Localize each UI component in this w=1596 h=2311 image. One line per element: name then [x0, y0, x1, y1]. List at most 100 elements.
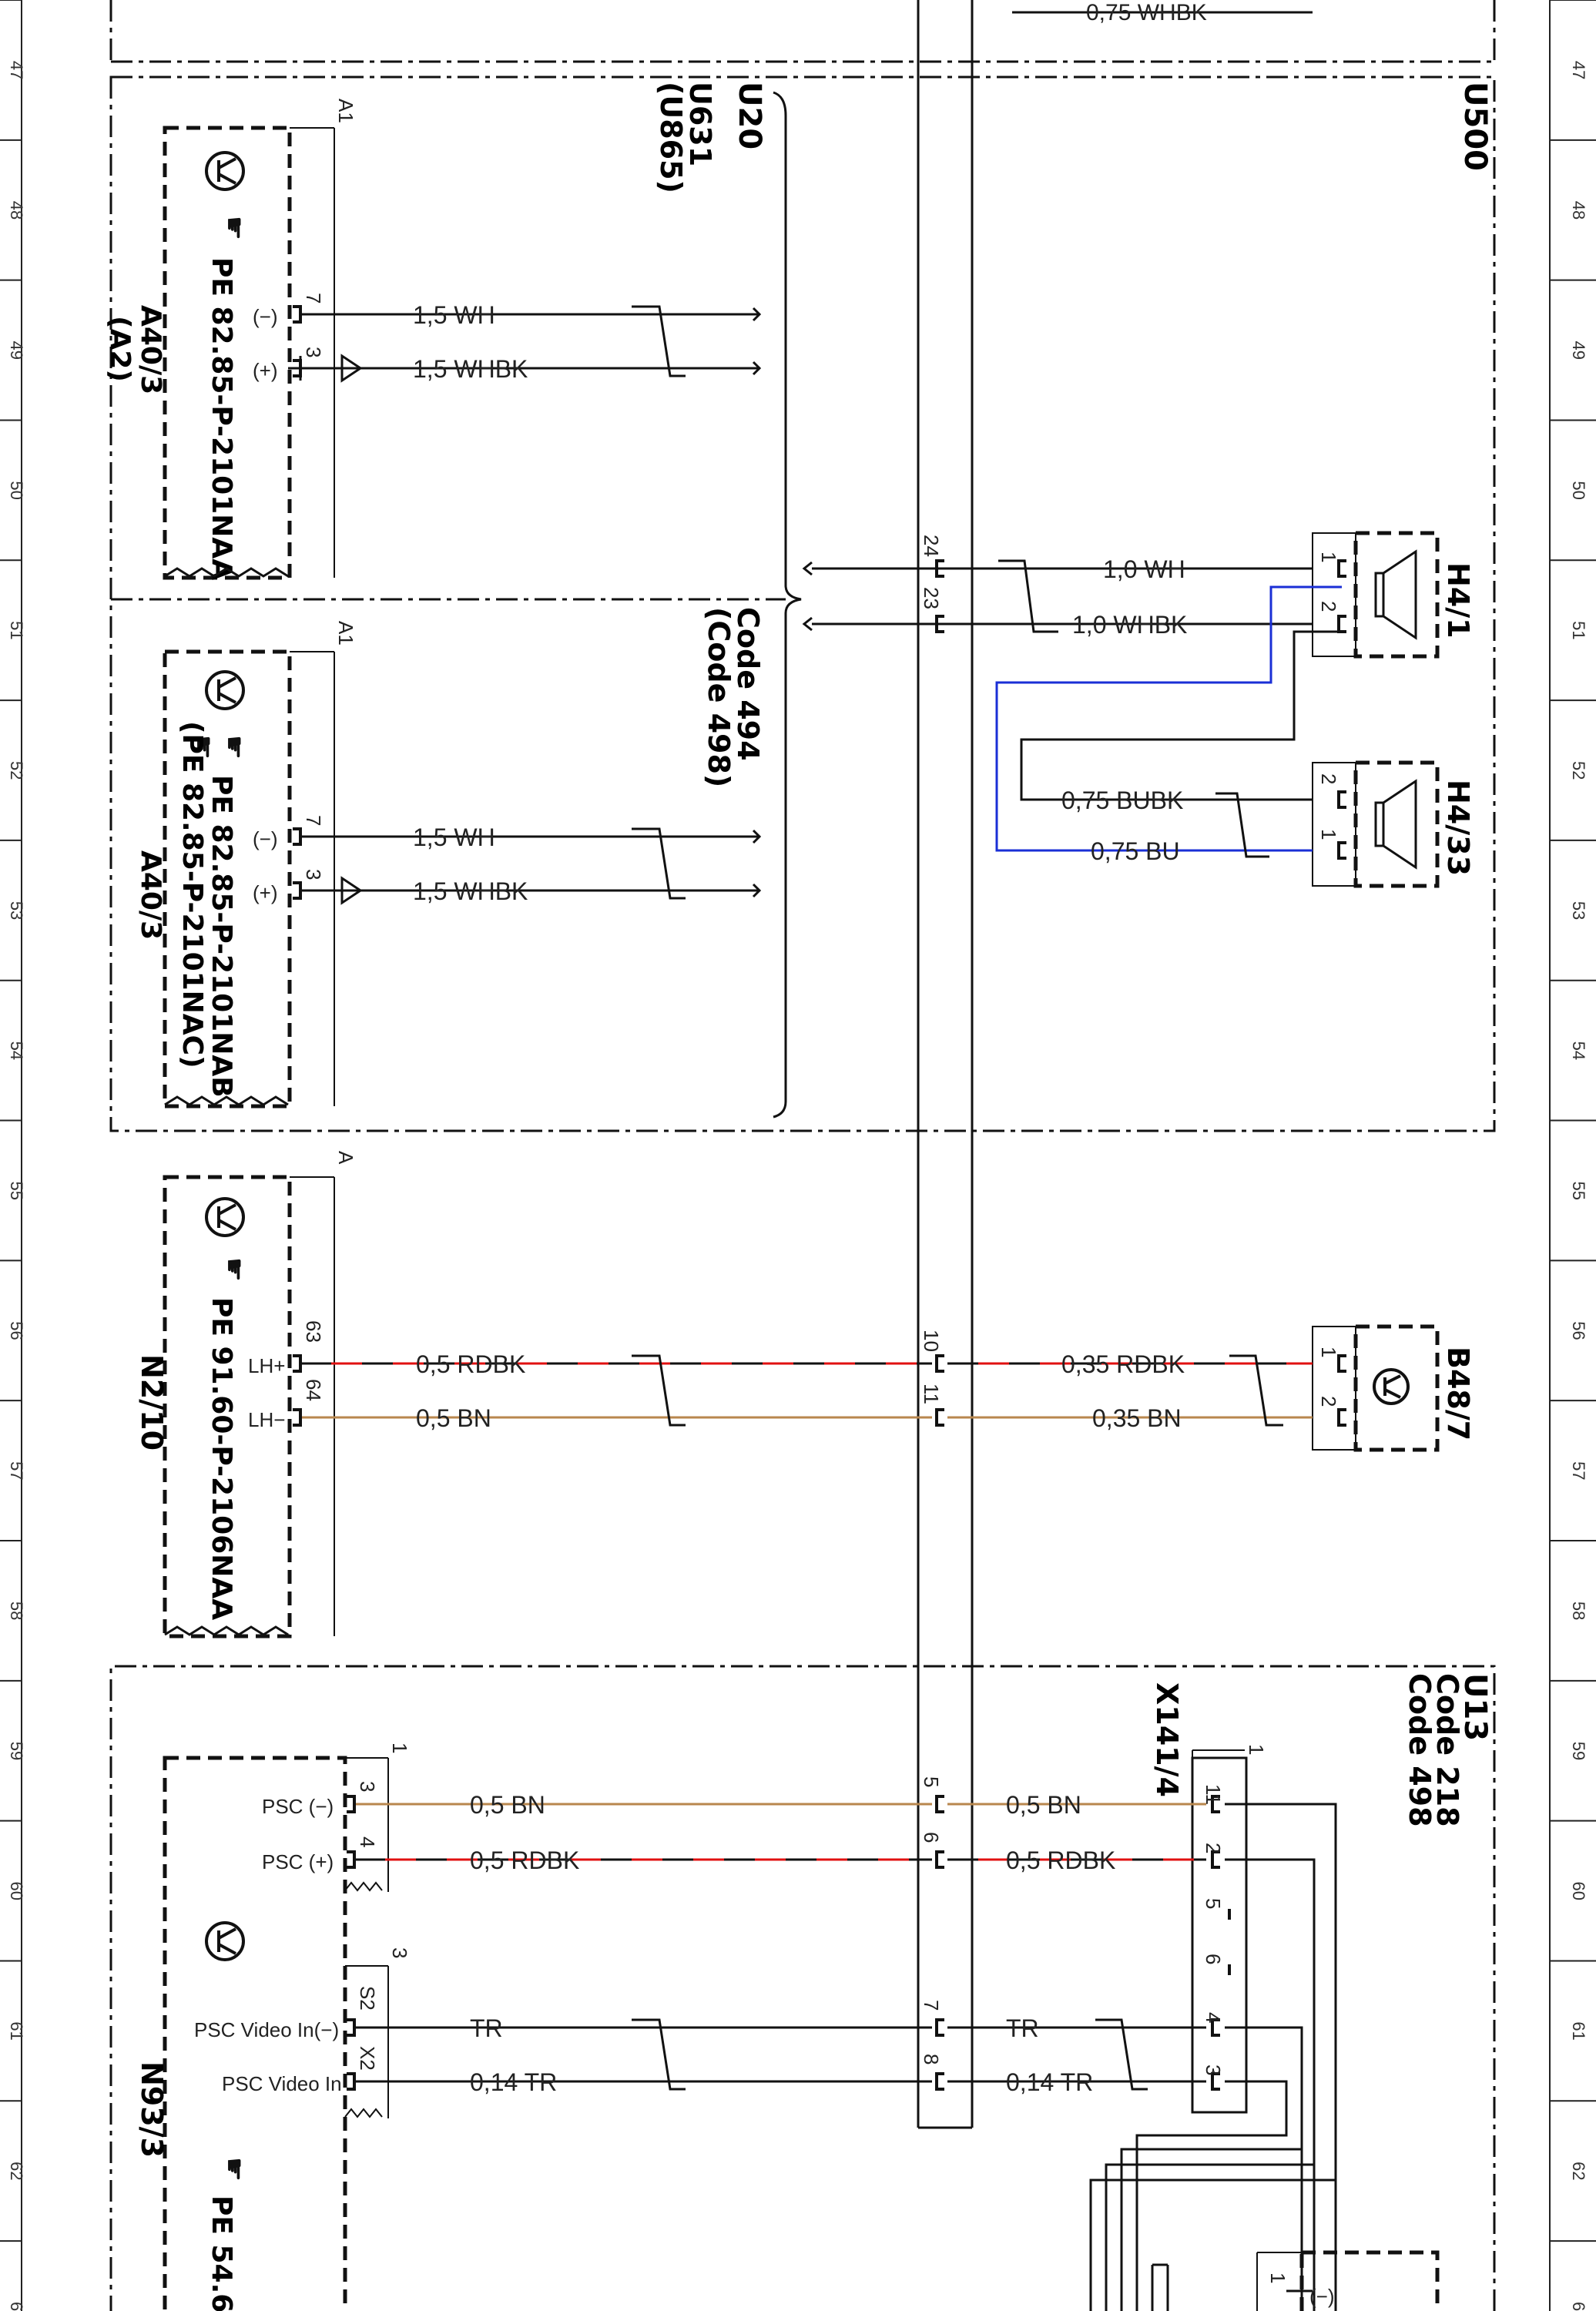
n93-3-conn3: 3	[388, 1947, 411, 1958]
ruler-number: 47	[7, 61, 26, 79]
pointing-hand-icon: ☛	[219, 1257, 250, 1282]
n2-10-conn: A	[334, 1151, 357, 1165]
wire-label: 0,5 RDBK	[1006, 1846, 1115, 1874]
ruler-number: 60	[7, 1882, 26, 1900]
ruler-number: 60	[1569, 1882, 1588, 1900]
pin-label: 2	[1202, 1843, 1225, 1853]
pin-label: (−)	[1309, 2285, 1335, 2308]
a40-3-bot-pe1: PE 82.85-P-2101NAB	[206, 775, 237, 1098]
pin-label: 4	[1202, 2012, 1225, 2023]
pin-label: S2	[356, 1986, 379, 2011]
frame-labels: U500 U20 U631 (U865) Code 494 (Code 498)…	[654, 82, 1493, 1827]
wire-label: TR	[470, 2014, 503, 2042]
ruler-number: 61	[1569, 2021, 1588, 2040]
pin-label: 2	[1317, 773, 1340, 784]
n93-3-pe: PE 54.65-P	[206, 2195, 237, 2311]
n2-10-pe: PE 91.60-P-2106NAA	[206, 1297, 237, 1620]
component-n2-10: A ☛ PE 91.60-P-2106NAA N2/10	[135, 1151, 357, 1638]
n93-3-conn1: 1	[388, 1742, 411, 1753]
wire-label: 0,35 BN	[1092, 1404, 1182, 1432]
component-bottom-partial	[1256, 2250, 1440, 2311]
a40-3-top-conn: A1	[334, 99, 357, 123]
wire-label: 0,75 BUBK	[1061, 787, 1183, 814]
ruler-number: 51	[7, 621, 26, 639]
ruler-number: 53	[7, 901, 26, 920]
component-b48-7: B48/7	[1312, 1324, 1475, 1452]
ruler-number: 47	[1569, 61, 1588, 79]
pin-labels: (−) (+) 7 3 (−) (+) 7 3 LH+ LH− 63 64 PS…	[194, 293, 1340, 2308]
h4-1-name: H4/1	[1441, 562, 1475, 639]
pointing-hand-icon-2: ☛	[188, 735, 220, 760]
pin-label: 7	[920, 2000, 943, 2011]
pin-label: 3	[302, 347, 325, 357]
pointing-hand-icon: ☛	[219, 2157, 250, 2182]
ruler-number: 48	[1569, 201, 1588, 220]
pin-label: LH−	[248, 1408, 285, 1431]
wire-label: TR	[1006, 2014, 1039, 2042]
wire-label: 0,5 BN	[470, 1791, 545, 1819]
component-a40-3-top: A1 ☛ PE 82.85-P-2101NAA A40/3 (A2)	[104, 99, 357, 580]
ruler-number: 54	[1569, 1041, 1588, 1060]
pin-label: 6	[1202, 1954, 1225, 1964]
sensor-icon	[1373, 1368, 1410, 1405]
pin-label: 1	[1317, 552, 1340, 562]
a40-3-bot-name: A40/3	[135, 850, 166, 940]
wire-label: 1,5 WH	[413, 823, 495, 851]
pin-stubs-right	[1211, 559, 1346, 2091]
wire-label: 0,75 BU	[1091, 837, 1180, 865]
pin-label: X2	[356, 2046, 379, 2071]
svg-text:☛: ☛	[219, 216, 250, 240]
n93-3-name: N93/3	[135, 2061, 169, 2158]
pin-stubs-left	[293, 305, 356, 2091]
pin-label: 5	[920, 1776, 943, 1787]
wire-label: 0,14 TR	[470, 2068, 557, 2096]
frames	[109, 0, 1496, 2311]
component-h4-33: H4/33	[1312, 760, 1475, 888]
component-n93-3: 1 3 ☛ PE 54.65-P N93/3	[135, 1742, 411, 2311]
pin-label: 11	[1202, 1784, 1225, 1805]
svg-text:☛: ☛	[219, 1257, 250, 1282]
pin-label: 3	[302, 869, 325, 880]
pin-label: LH+	[248, 1354, 285, 1377]
b48-7-name: B48/7	[1441, 1347, 1475, 1441]
ruler-number: 52	[7, 761, 26, 780]
pin-label: 1	[1317, 1347, 1340, 1357]
ruler-number: 55	[1569, 1181, 1588, 1199]
h4-33-name: H4/33	[1441, 780, 1475, 876]
pin-label: 23	[920, 587, 943, 609]
ruler-number: 49	[1569, 341, 1588, 360]
ruler-number: 57	[7, 1461, 26, 1480]
svg-text:☛: ☛	[219, 2157, 250, 2182]
pin-label: 11	[920, 1384, 943, 1404]
wire-label-top: 0,75 WHBK	[1086, 0, 1207, 25]
transistor-icon	[205, 151, 245, 191]
pin-label: 63	[302, 1320, 325, 1343]
ruler-number: 62	[1569, 2162, 1588, 2180]
u20-brace	[773, 91, 802, 1119]
label-u13-code-218: Code 218	[1430, 1673, 1464, 1827]
pointing-hand-icon: ☛	[219, 216, 250, 240]
ruler-number: 58	[7, 1602, 26, 1620]
wire-label: 1,5 WHBK	[413, 877, 528, 905]
pin-label: 2	[1317, 1396, 1340, 1407]
wire-label: 1,5 WHBK	[413, 355, 528, 383]
ruler-number: 59	[7, 1742, 26, 1760]
wire-label: 1,0 WHBK	[1072, 611, 1187, 639]
svg-text:☛: ☛	[219, 735, 250, 760]
x141-4-conn: 1	[1245, 1744, 1268, 1755]
n2-10-name: N2/10	[135, 1354, 169, 1451]
ruler-number: 59	[1569, 1742, 1588, 1760]
pin-label: 2	[1317, 601, 1340, 612]
frame-u500	[109, 75, 1496, 1132]
ruler-number: 54	[7, 1041, 26, 1060]
wire-label: 0,5 BN	[1006, 1791, 1081, 1819]
ruler-number: 50	[7, 481, 26, 499]
ruler-number: 48	[7, 201, 26, 220]
pin-label: 7	[302, 293, 325, 304]
wire-label: 0,5 RDBK	[470, 1846, 579, 1874]
wire-label: 0,5 RDBK	[416, 1350, 525, 1378]
x141-4-name: X141/4	[1150, 1682, 1184, 1797]
transistor-icon	[205, 1197, 245, 1237]
ruler-number: 57	[1569, 1461, 1588, 1480]
pin-label: (+)	[253, 359, 278, 382]
